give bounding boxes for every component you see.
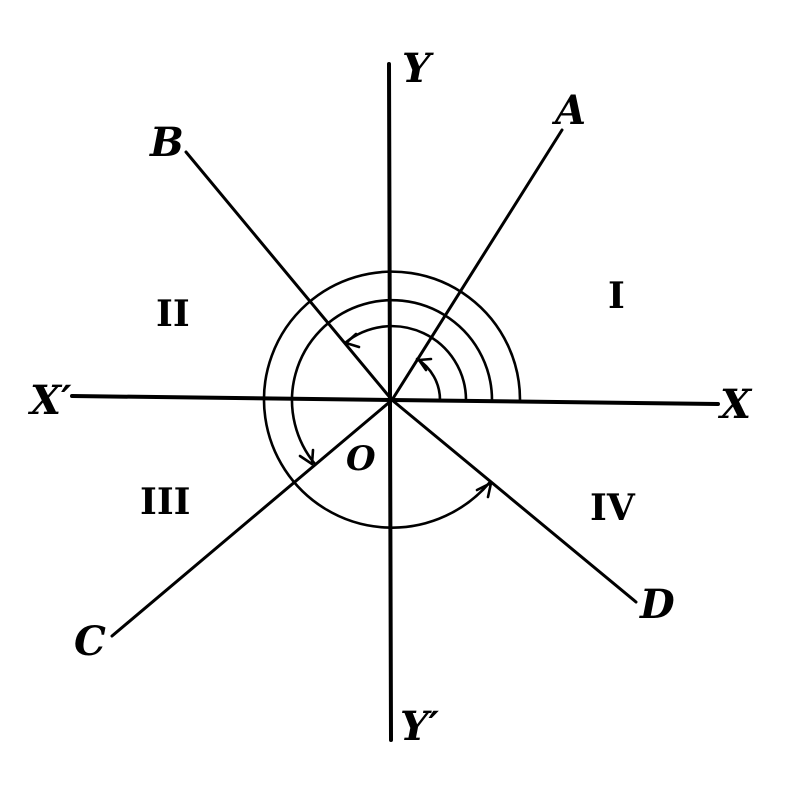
ray-oa bbox=[390, 128, 564, 402]
x-axis bbox=[70, 394, 720, 406]
quadrant-i-label: I bbox=[608, 275, 625, 317]
angle-arc-xoc bbox=[290, 298, 494, 466]
ray-od bbox=[390, 398, 638, 604]
ray-ob bbox=[184, 150, 394, 402]
label-y-negative: Y′ bbox=[400, 703, 440, 750]
quadrant-ii-label: II bbox=[156, 293, 190, 335]
quadrant-iv-label: IV bbox=[590, 487, 636, 529]
angle-arc-xoa bbox=[415, 357, 442, 402]
label-x-positive: X bbox=[717, 381, 753, 428]
label-x-negative: X′ bbox=[27, 377, 72, 424]
label-b: B bbox=[149, 119, 184, 166]
arrowhead-xob bbox=[344, 332, 361, 349]
label-a: A bbox=[551, 87, 586, 134]
ray-oc bbox=[110, 398, 394, 638]
arrowhead-xoc bbox=[298, 448, 315, 466]
label-c: C bbox=[74, 618, 106, 665]
label-d: D bbox=[639, 581, 675, 628]
angle-arc-xob bbox=[343, 324, 468, 402]
quadrant-iii-label: III bbox=[140, 481, 191, 523]
label-origin: O bbox=[346, 439, 376, 479]
arrowhead-xod bbox=[475, 481, 493, 499]
label-y-positive: Y bbox=[402, 45, 434, 92]
angle-arc-xod bbox=[262, 270, 522, 529]
arrowhead-xoa bbox=[417, 357, 433, 372]
